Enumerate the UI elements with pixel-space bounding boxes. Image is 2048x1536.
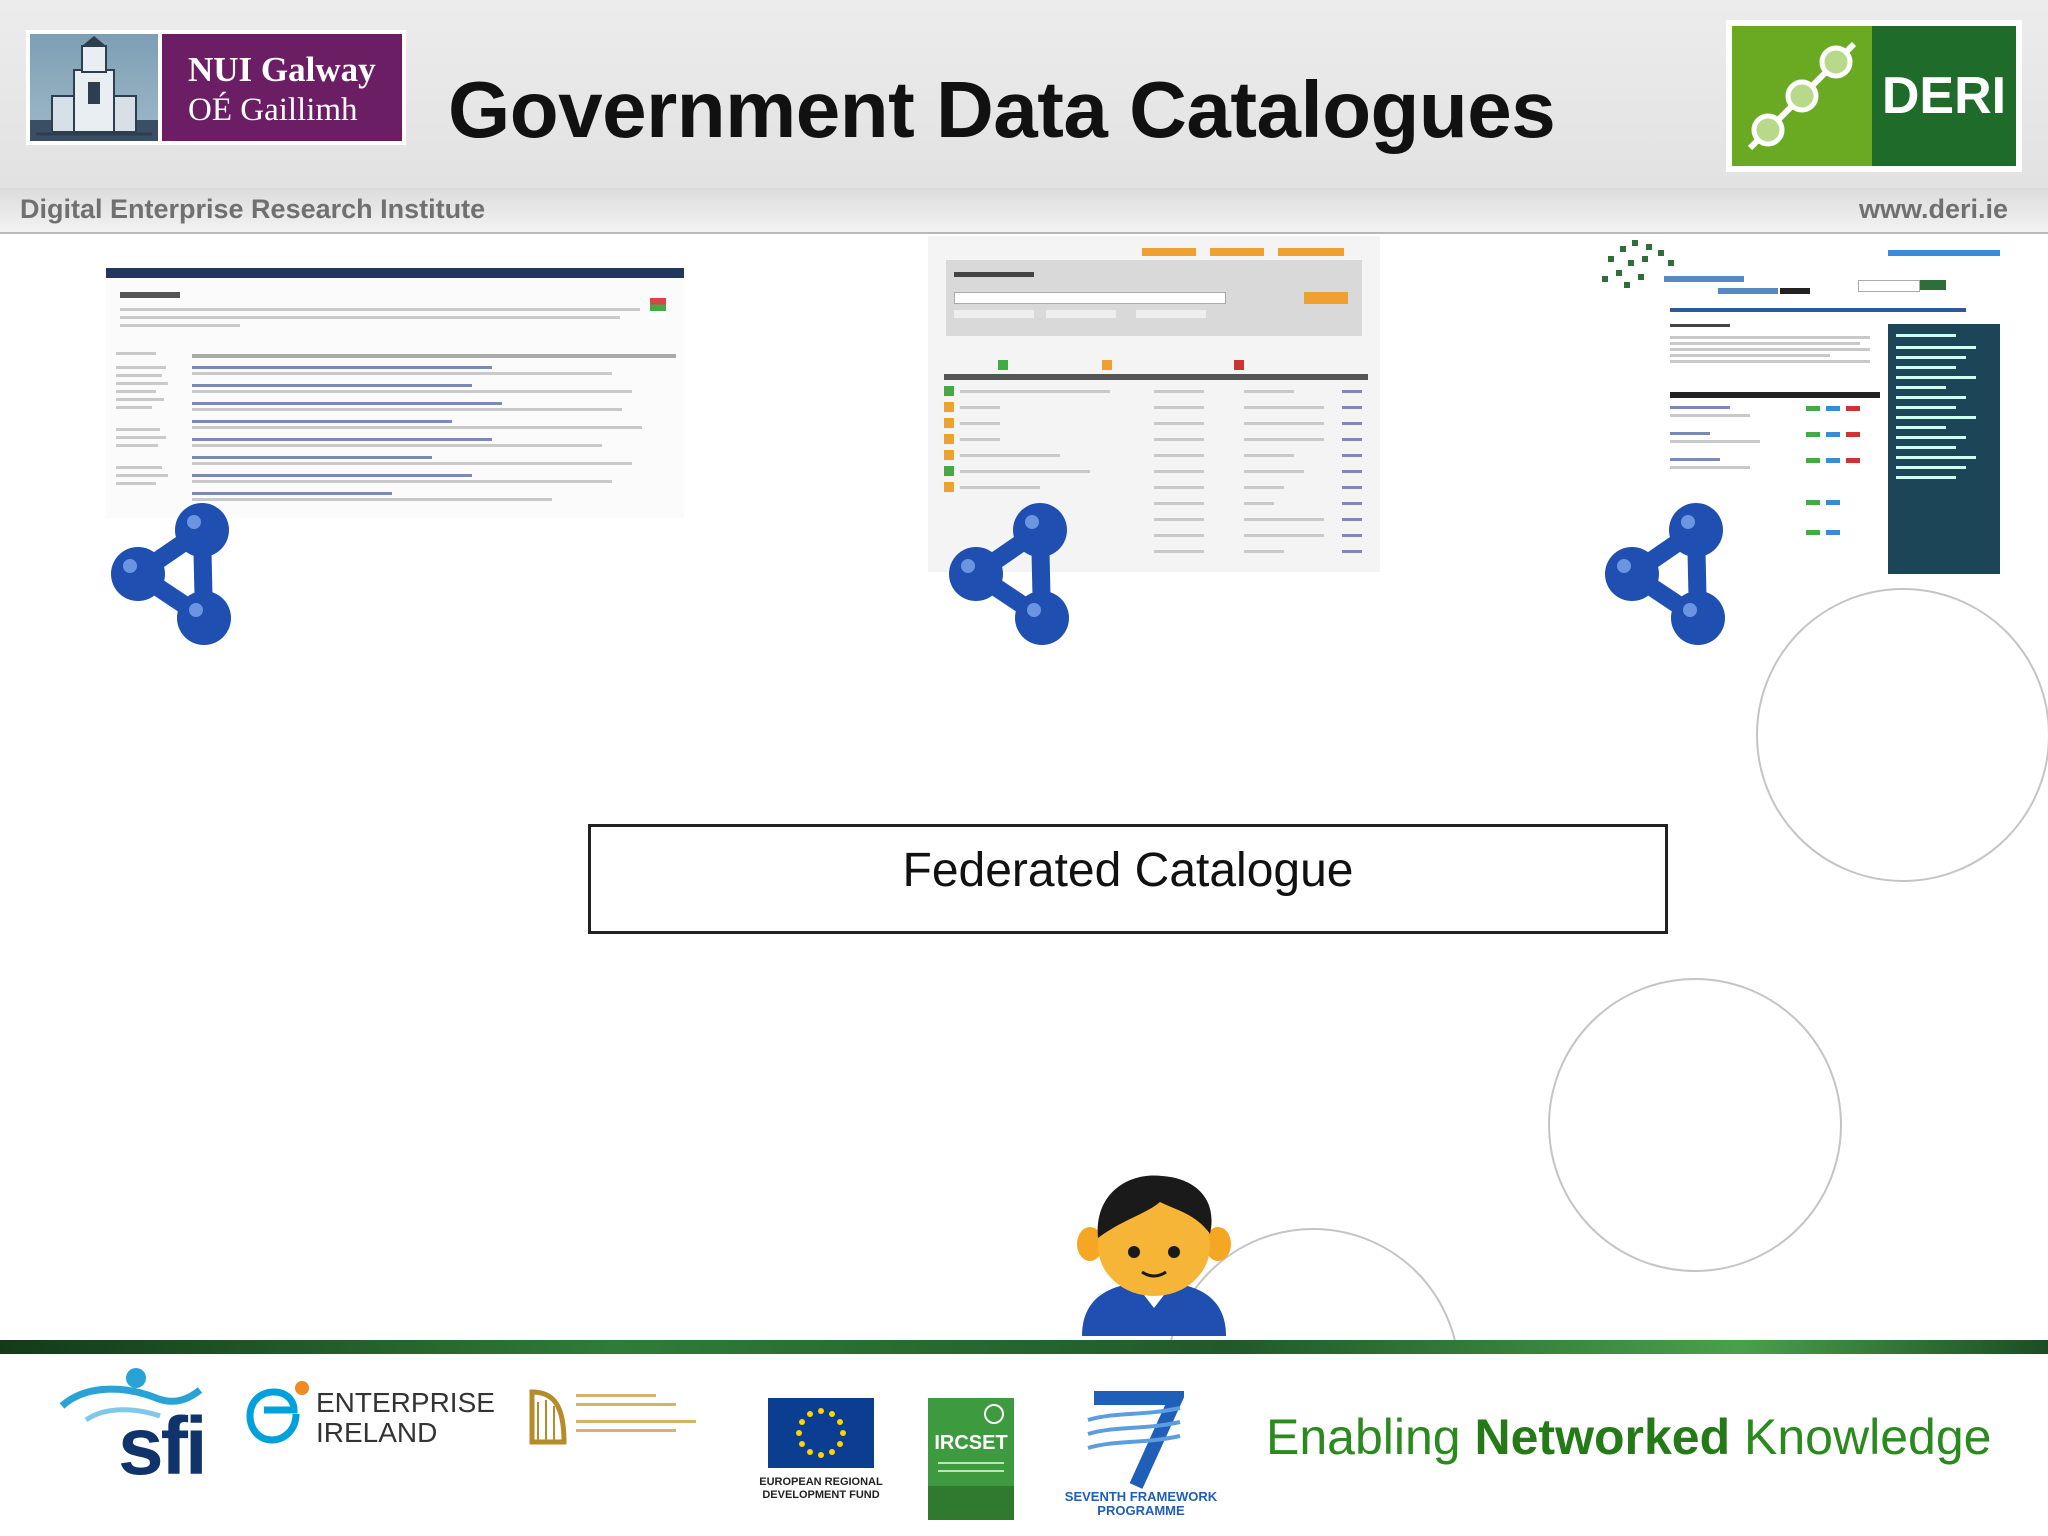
thumb-right-sidebar — [1888, 324, 2000, 574]
nui-line1: NUI Galway — [188, 50, 376, 89]
erdf-line2: DEVELOPMENT FUND — [762, 1489, 880, 1501]
thumb-search-panel — [946, 260, 1362, 336]
footer — [0, 1354, 2048, 1536]
thumb-sidebar — [116, 352, 176, 502]
user-icon — [1077, 1175, 1231, 1336]
eu-flag-icon — [768, 1398, 874, 1468]
thumb-navbar — [106, 268, 684, 278]
thumb-table-body — [944, 382, 1368, 572]
fp7-line2: PROGRAMME — [1097, 1503, 1185, 1518]
ndp-text-block — [576, 1394, 706, 1432]
catalogue-screenshot-2 — [928, 236, 1380, 572]
fp7-seven-icon — [1087, 1391, 1184, 1489]
page-title: Government Data Catalogues — [448, 65, 1556, 154]
enterprise-line1: ENTERPRISE — [316, 1387, 495, 1418]
thumb-results-list — [192, 354, 676, 514]
decorative-circle-1 — [1756, 588, 2048, 882]
deri-network-icon — [1732, 26, 1872, 166]
erdf-line1: EUROPEAN REGIONAL — [759, 1476, 883, 1488]
nui-galway-wordmark: NUI Galway OÉ Gaillimh — [162, 34, 402, 141]
enterprise-ireland-icon — [246, 1381, 309, 1444]
thumb-table-header — [944, 374, 1368, 380]
federated-catalogue-label: Federated Catalogue — [902, 844, 1354, 897]
institute-name: Digital Enterprise Research Institute — [20, 194, 486, 224]
decorative-circle-2 — [1548, 978, 1842, 1272]
nui-tower-icon — [30, 34, 158, 141]
share-icon-1 — [111, 503, 231, 645]
nui-line2: OÉ Gaillimh — [188, 92, 358, 128]
erdf-label: EUROPEAN REGIONAL DEVELOPMENT FUND — [754, 1476, 888, 1502]
ircset-wordmark: IRCSET — [934, 1432, 1008, 1454]
ircset-mark-icon — [984, 1404, 1004, 1424]
catalogue-screenshot-1 — [106, 268, 684, 518]
deri-wordmark: DERI — [1872, 26, 2016, 166]
share-icon-2 — [949, 503, 1069, 645]
sub-header-bar — [0, 188, 2048, 234]
website-url[interactable]: www.deri.ie — [1858, 194, 2008, 224]
fp7-label: SEVENTH FRAMEWORK PROGRAMME — [1058, 1490, 1224, 1518]
share-icon-3 — [1605, 503, 1725, 645]
thumb-heading — [120, 292, 180, 298]
fp7-line1: SEVENTH FRAMEWORK — [1064, 1489, 1218, 1504]
tagline-post: Knowledge — [1730, 1409, 1992, 1465]
harp-icon — [529, 1389, 567, 1445]
sfi-logo: sfi — [118, 1401, 208, 1492]
thumb-dot-pattern-icon — [1602, 240, 1674, 288]
catalogue-screenshot-3 — [1598, 236, 2010, 574]
tagline-bold: Networked — [1474, 1409, 1731, 1465]
tagline-pre: Enabling — [1266, 1409, 1475, 1465]
sfi-swirl-icon — [59, 1368, 203, 1423]
enterprise-line2: IRELAND — [316, 1417, 438, 1448]
enterprise-ireland-logo: ENTERPRISE IRELAND — [316, 1388, 495, 1448]
nui-galway-logo: NUI Galway OÉ Gaillimh — [26, 30, 406, 145]
thumb-dataset-list — [1670, 320, 1880, 570]
tagline: Enabling Networked Knowledge — [1266, 1408, 1991, 1466]
footer-band — [0, 1340, 2048, 1354]
thumb-badge-icon — [650, 298, 666, 320]
federated-catalogue-box: Federated Catalogue — [588, 824, 1668, 934]
deri-logo: DERI — [1726, 20, 2022, 172]
ircset-logo: IRCSET — [928, 1398, 1014, 1520]
